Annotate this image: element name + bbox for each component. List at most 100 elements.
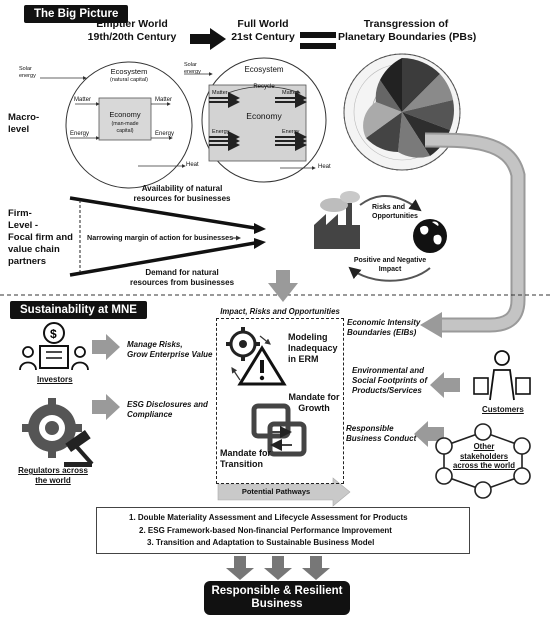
solar2-line1: Solar: [184, 62, 197, 68]
grey-curved-arrow: [420, 132, 526, 338]
esg-line2: Compliance: [127, 410, 173, 419]
responsible-conduct-label: Responsible Business Conduct: [346, 424, 416, 444]
footprints-line3: Products/Services: [352, 386, 422, 395]
interlocking-squares-icon: [251, 403, 307, 457]
resp-line1: Responsible: [346, 424, 394, 433]
column-planetary-boundaries: Transgression of Planetary Boundaries (P…: [338, 18, 476, 44]
transition-line1: Mandate for: [220, 448, 272, 458]
demand-line2: resources from businesses: [129, 278, 235, 287]
result-line1: Responsible & Resilient: [211, 585, 343, 597]
footprints-line1: Environmental and: [352, 366, 425, 375]
regulators-icon: [22, 398, 94, 467]
esg-disclosures-label: ESG Disclosures and Compliance: [127, 400, 208, 420]
cycle-arrow-top: [359, 194, 422, 212]
manage-line2: Grow Enterprise Value: [127, 350, 213, 359]
full-title: Full World: [237, 18, 289, 30]
investors-label: Investors: [37, 375, 73, 384]
solar2-line2: energy: [184, 69, 201, 75]
energy-label-2a: Energy: [212, 129, 230, 135]
natural-capital-label: (natural capital): [110, 77, 148, 83]
pathway-item: 1. Double Materiality Assessment and Lif…: [129, 513, 408, 522]
regulators-line1: Regulators across: [18, 466, 88, 475]
investors-icon: $: [19, 322, 89, 371]
growth-line2: Growth: [298, 403, 330, 413]
planetary-boundaries-wheel: [343, 53, 461, 171]
manage-line1: Manage Risks,: [127, 340, 183, 349]
narrowing-margin-label: Narrowing margin of action for businesse…: [87, 233, 234, 242]
resp-line2: Business Conduct: [346, 434, 417, 443]
result-box: Responsible & Resilient Business: [204, 581, 350, 615]
result-line2: Business: [251, 598, 303, 610]
equals-icon: [300, 32, 336, 49]
emptier-title: Emptier World: [96, 18, 168, 30]
cycle-arrow-bottom: [348, 266, 431, 282]
narrowing-margin-graphic: [69, 196, 266, 277]
matter-label-2b: Matter: [282, 90, 298, 96]
cycle-arrow-small-2: [231, 367, 241, 381]
eib-label: Economic Intensity Boundaries (EIBs): [347, 318, 420, 338]
ecosystem-label-2: Ecosystem: [244, 65, 284, 74]
matter-label-2a: Matter: [212, 90, 228, 96]
footprints-label: Environmental and Social Footprints of P…: [352, 366, 427, 396]
others-line3: across the world: [453, 461, 515, 470]
grey-arrow-others: [414, 421, 444, 447]
pathway-item: 3. Transition and Adaptation to Sustaina…: [147, 538, 375, 547]
man-made-line2: capital): [116, 127, 134, 134]
esg-line1: ESG Disclosures and: [127, 400, 208, 409]
solar1-line2: energy: [19, 73, 36, 79]
economy-label: Economy: [109, 110, 141, 119]
manage-risks-label: Manage Risks, Grow Enterprise Value: [127, 340, 213, 360]
regulators-line2: the world: [35, 476, 71, 485]
risks-line2: Opportunities: [372, 213, 418, 220]
grey-arrow-investors: [92, 334, 120, 360]
pb-title: Transgression of: [363, 18, 449, 30]
column-emptier-world: Emptier World 19th/20th Century: [72, 18, 192, 44]
solar1-line1: Solar: [19, 66, 32, 72]
firm-label-line2: Level -: [8, 220, 39, 231]
customers-icon: [473, 350, 531, 401]
eib-line2: Boundaries (EIBs): [347, 328, 417, 337]
firm-label-line4: value chain: [8, 244, 60, 255]
mne-core-box: [216, 318, 344, 484]
transition-line2: Transition: [220, 459, 264, 469]
cycle-arrow-small: [259, 335, 271, 345]
pathways-box: 1. Double Materiality Assessment and Lif…: [96, 507, 470, 554]
modeling-line2: Inadequacy: [288, 343, 338, 353]
others-line1: Other: [473, 442, 495, 451]
pathway-item: 2. ESG Framework-based Non-financial Per…: [139, 525, 392, 535]
demand-label: Demand for natural resources from busine…: [112, 268, 252, 288]
globe-icon: [413, 219, 447, 253]
growth-line1: Mandate for: [288, 392, 340, 402]
potential-pathways-label: Potential Pathways: [241, 487, 311, 496]
firm-label-line1: Firm-: [8, 208, 32, 219]
full-century: 21st Century: [231, 31, 295, 43]
availability-line1: Availability of natural: [141, 184, 223, 193]
risks-opportunities-label: Risks and Opportunities: [372, 203, 418, 221]
matter-in-label: Matter: [74, 97, 92, 103]
solar-energy-label-2: Solar energy: [184, 62, 201, 76]
stakeholder-network-icon: [435, 423, 531, 499]
grey-down-arrow: [268, 270, 298, 302]
matter-out-label: Matter: [155, 97, 173, 103]
customers-label: Customers: [482, 405, 524, 414]
firm-label-line5: partners: [8, 256, 47, 267]
factory-icon: [314, 191, 360, 249]
mandate-transition-label: Mandate for Transition: [220, 448, 271, 470]
warning-icon: [237, 345, 287, 386]
risks-line1: Risks and: [372, 204, 406, 211]
gear-icon: [226, 327, 260, 361]
man-made-line1: (man-made: [111, 121, 139, 127]
macro-label-line1: Macro-: [8, 112, 40, 123]
heat-label-2: Heat: [318, 164, 331, 170]
economy-label-2: Economy: [246, 111, 282, 121]
full-world-diagram: [184, 57, 327, 183]
pathways-list: 1. Double Materiality Assessment and Lif…: [129, 512, 408, 550]
emptier-century: 19th/20th Century: [87, 31, 177, 43]
svg-text:$: $: [50, 327, 57, 341]
solar-energy-label-1: Solar energy: [19, 66, 36, 80]
impact-risks-label: Impact, Risks and Opportunities: [220, 307, 340, 316]
heat-label: Heat: [186, 162, 199, 168]
grey-arrow-regulators: [92, 394, 120, 420]
